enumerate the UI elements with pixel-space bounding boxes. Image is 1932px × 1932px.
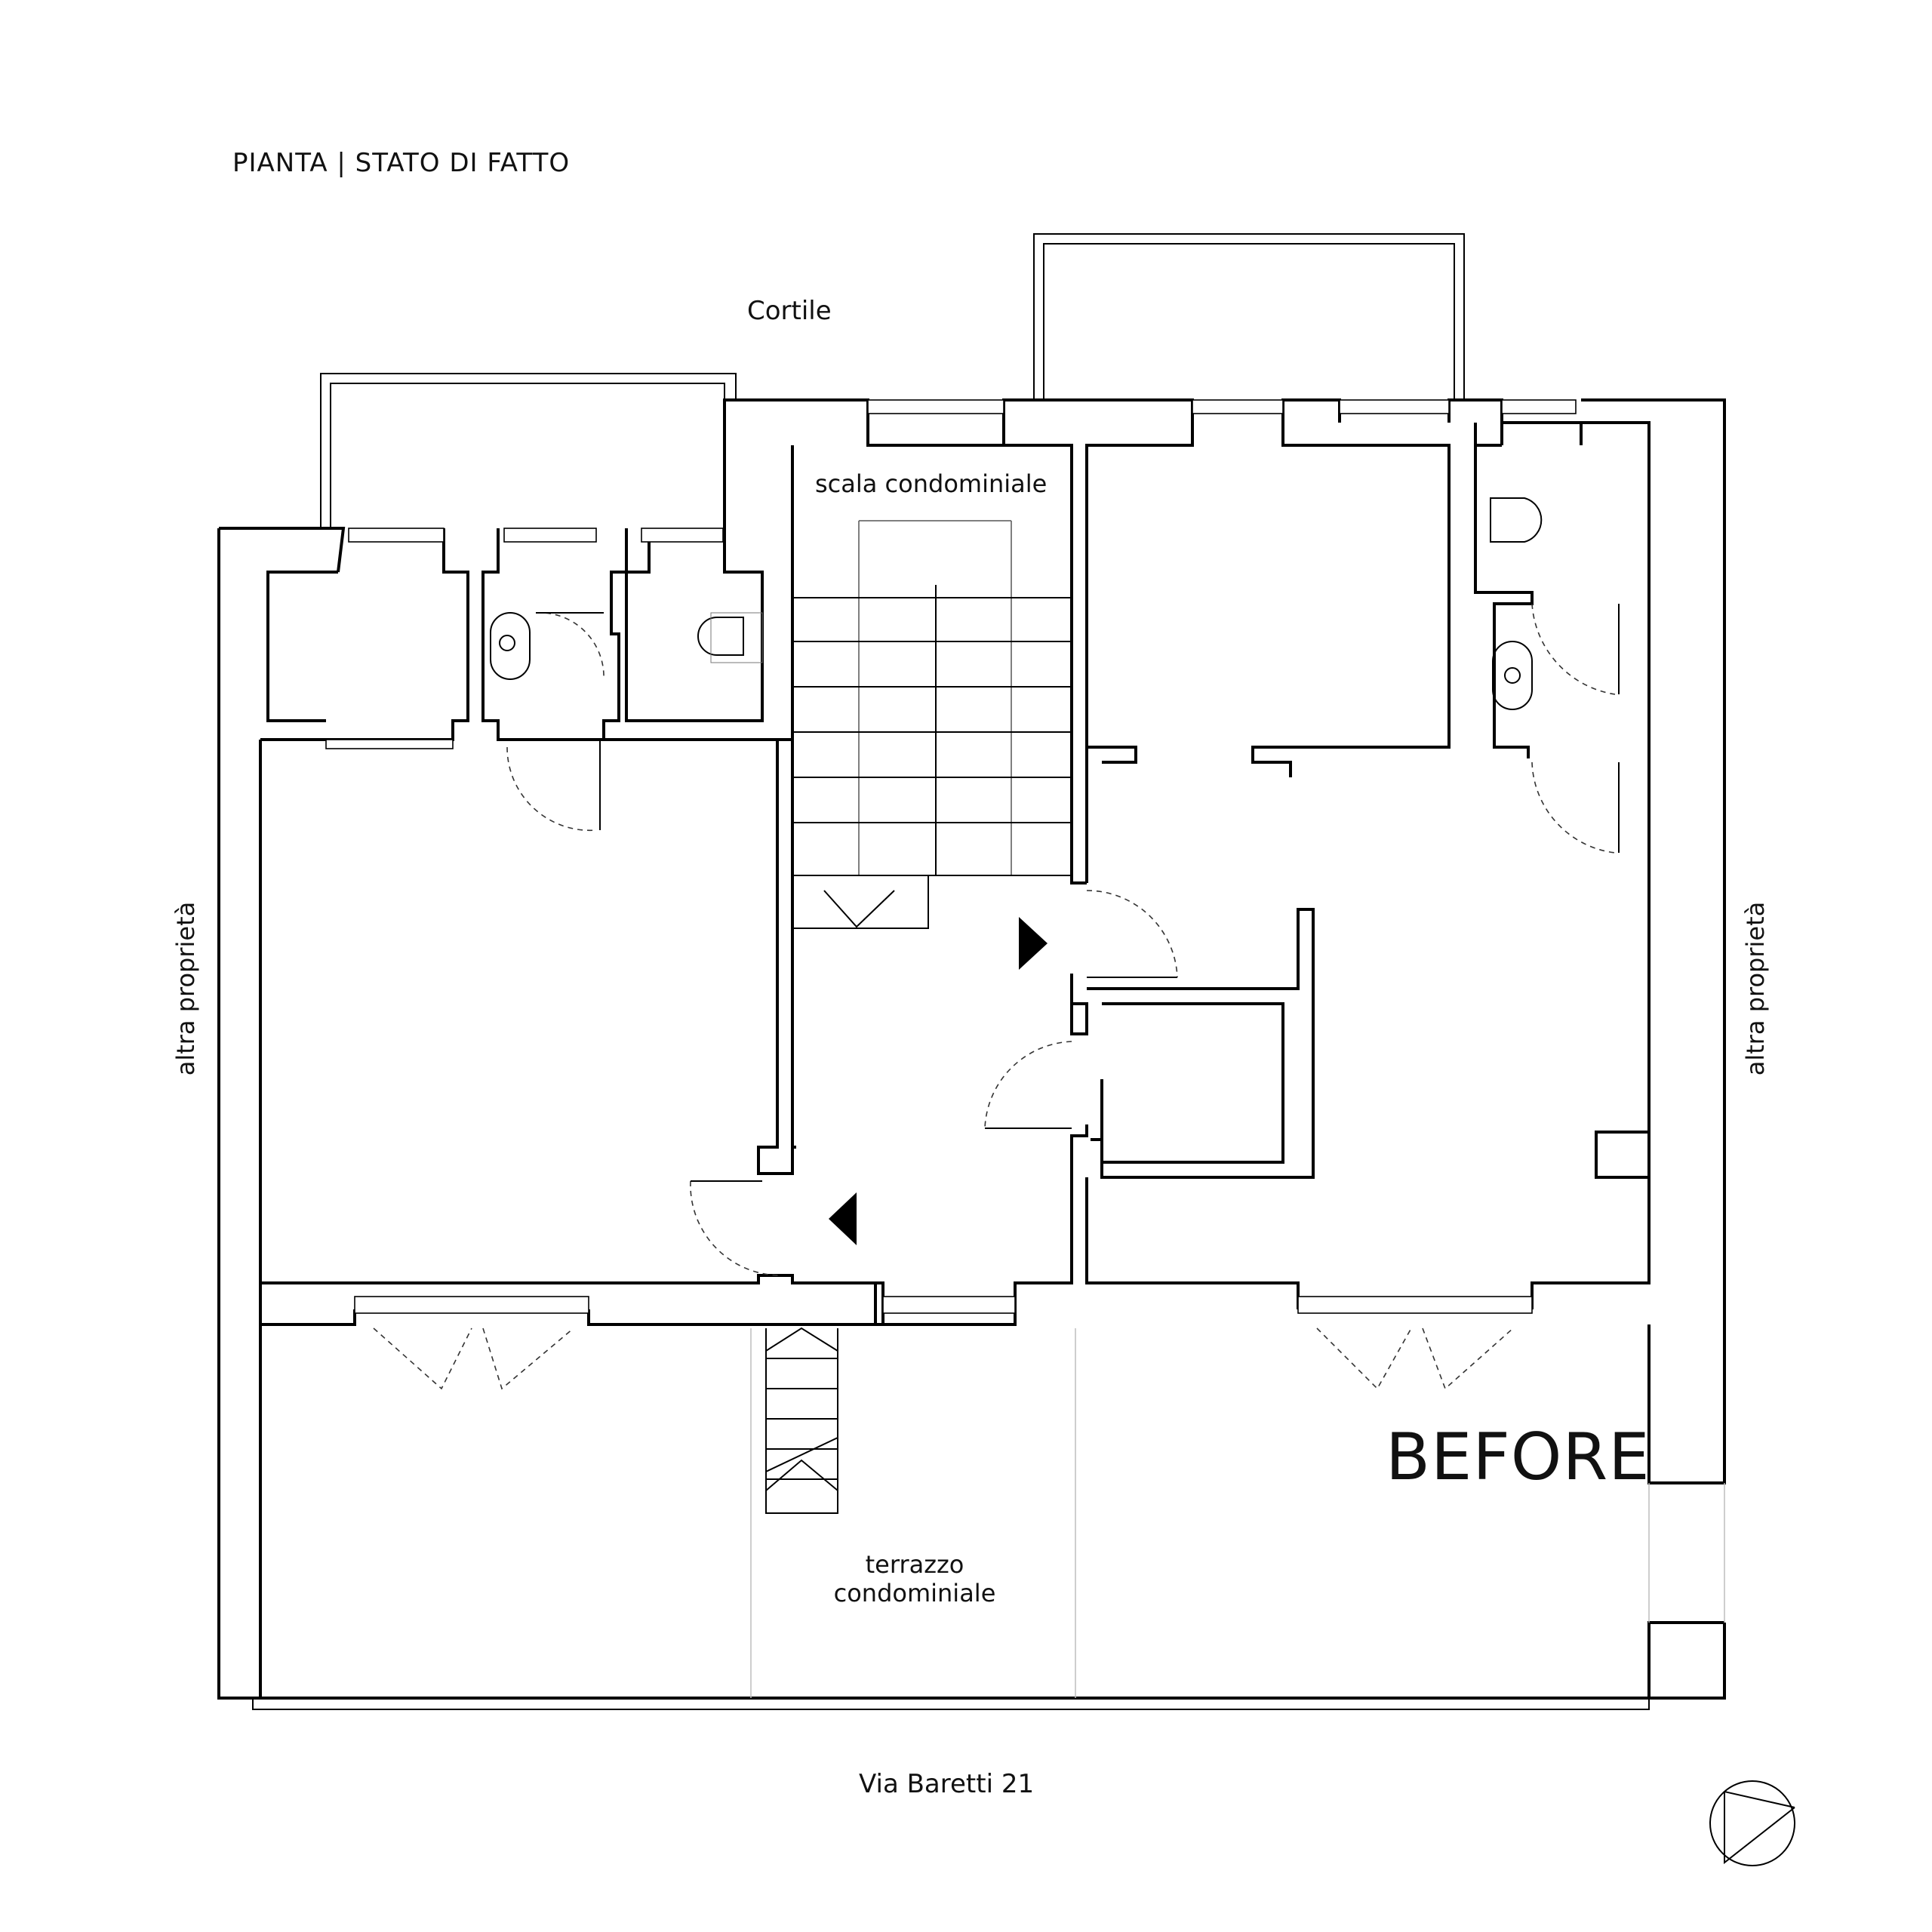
street-label: Via Baretti 21 [859, 1769, 1035, 1799]
terrace [252, 1324, 1725, 1710]
left-apartment [259, 528, 884, 1326]
right-balcony [1033, 233, 1465, 400]
stair-treads [792, 520, 1072, 928]
stair-label: scala condominiale [815, 469, 1048, 498]
courtyard-windows [325, 399, 1577, 749]
terrace-label-line2: condominiale [833, 1579, 996, 1607]
outer-walls [217, 398, 1726, 1700]
right-apartment [1085, 421, 1651, 1309]
before-stamp: BEFORE [1386, 1420, 1651, 1495]
courtyard-label: Cortile [747, 296, 832, 326]
terrace-label-line1: terrazzo [865, 1550, 964, 1579]
stair-core [791, 423, 1178, 1326]
left-balcony [320, 373, 737, 528]
entrance-arrow-icon [1019, 917, 1048, 970]
terrace-stair [765, 1327, 838, 1514]
plan-title: PIANTA | STATO DI FATTO [232, 148, 571, 178]
north-arrow-icon [1709, 1780, 1795, 1866]
entrance-arrow-icon [829, 1192, 857, 1245]
street-windows [354, 1296, 1533, 1390]
